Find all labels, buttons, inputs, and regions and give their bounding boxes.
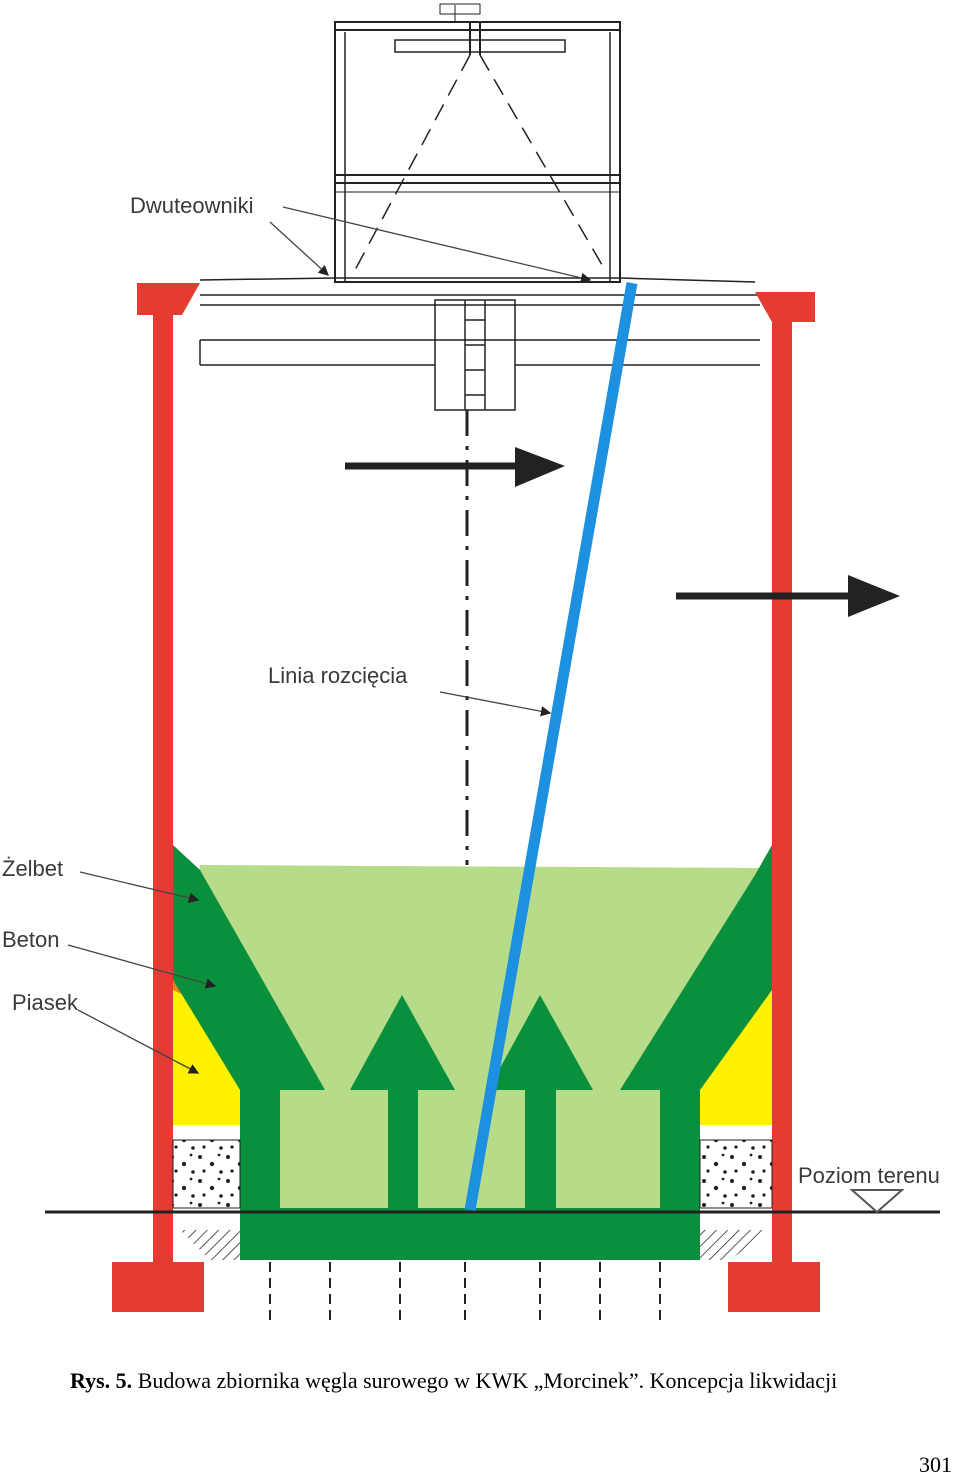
ground-level-marker-icon xyxy=(849,1189,905,1214)
roof-slab-drawing xyxy=(199,277,760,411)
outer-wall-right xyxy=(728,292,820,1312)
label-leader-lines xyxy=(67,206,592,1074)
figure-caption: Rys. 5. Budowa zbiornika węgla surowego … xyxy=(70,1368,950,1394)
movement-arrow-lower xyxy=(676,575,900,617)
cut-line xyxy=(464,282,638,1211)
movement-arrow-upper xyxy=(345,447,565,487)
label-zelbet: Żelbet xyxy=(2,856,63,881)
outer-wall-left xyxy=(112,283,204,1312)
tank-cross-section-diagram: Dwuteowniki Linia rozcięcia Żelbet Beton… xyxy=(2,3,940,1320)
light-green-fill-region xyxy=(195,865,768,1235)
upper-tower-drawing xyxy=(334,3,621,283)
label-linia-rozciecia: Linia rozcięcia xyxy=(268,663,408,688)
page-number: 301 xyxy=(919,1452,952,1477)
label-poziom-terenu: Poziom terenu xyxy=(798,1163,940,1188)
label-piasek: Piasek xyxy=(12,990,79,1015)
zelbet-hopper xyxy=(173,845,772,1260)
foundation-soil xyxy=(172,1139,773,1320)
caption-text: Budowa zbiornika węgla surowego w KWK „M… xyxy=(137,1368,838,1393)
label-dwuteowniki: Dwuteowniki xyxy=(130,193,254,218)
label-beton: Beton xyxy=(2,927,60,952)
caption-prefix: Rys. 5. xyxy=(70,1368,133,1393)
